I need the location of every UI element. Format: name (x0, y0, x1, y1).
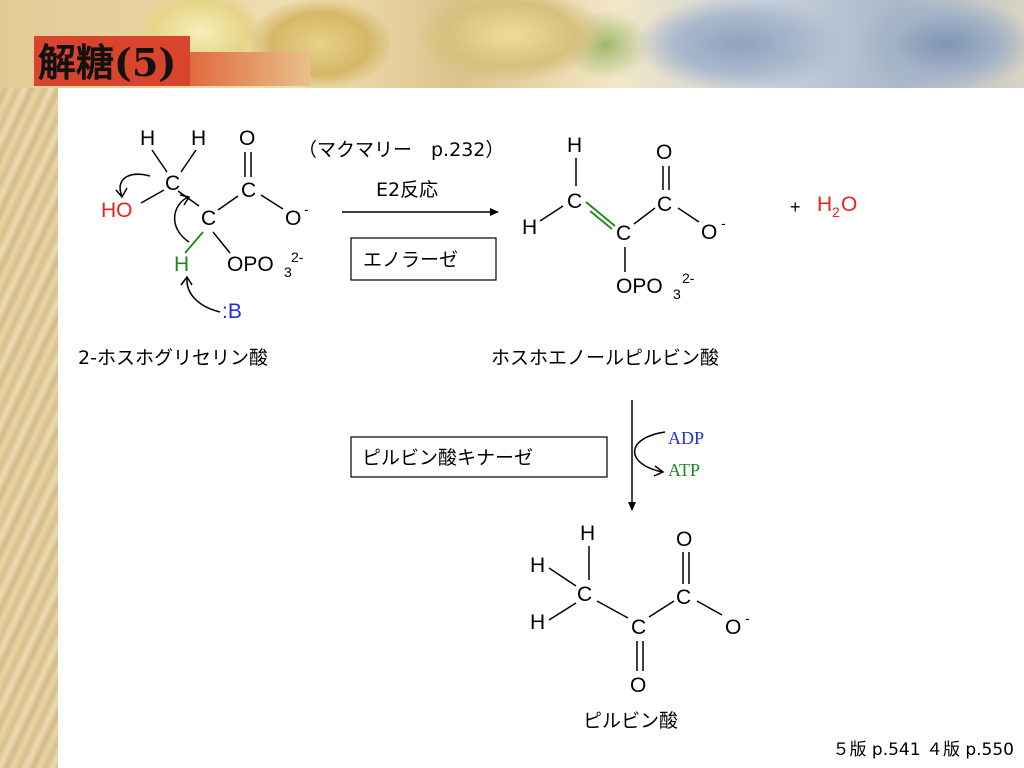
adp-atp-arc (634, 431, 666, 473)
pep-c3-text: C (567, 190, 582, 213)
reference-macmurry: （マクマリー p.232） (298, 139, 504, 161)
pep-h-top-text: H (567, 134, 582, 157)
enzyme-enolase-text: エノラーゼ (363, 249, 458, 271)
enzyme-box-enolase (350, 237, 497, 281)
pep-h-left-text: H (522, 216, 537, 239)
enzyme-box-pyruvate-kinase (350, 436, 608, 478)
pep-opo-text: OPO (616, 275, 663, 298)
pg2-minus-text: - (304, 201, 309, 217)
title-accent-block (34, 36, 190, 86)
pg2-o-top-text: O (239, 127, 255, 150)
pg2-base-text: :B (222, 300, 242, 323)
pyr-c3-text: C (577, 583, 592, 606)
plus-sign: + (790, 197, 801, 217)
atp-label: ATP (668, 460, 700, 480)
pyruvate-name-text: ピルビン酸 (583, 710, 678, 732)
water-molecule: H 2 O (817, 193, 857, 220)
adp-label: ADP (668, 428, 704, 448)
pep-charge-text: 2- (682, 270, 695, 286)
pyr-minus-text: - (745, 610, 750, 626)
pyr-h-left1-text: H (530, 554, 545, 577)
pg2-opo-text: OPO (227, 253, 274, 276)
pg2-c3-text: C (165, 172, 180, 195)
pg2-ominus-text: O (285, 207, 301, 230)
pg2-charge-text: 2- (291, 249, 304, 265)
pyr-c1-text: C (676, 586, 691, 609)
pg2-h1-text: H (140, 127, 155, 150)
slide-title: 解糖(5) (38, 40, 177, 85)
pg2-sub3-text: 3 (284, 264, 292, 280)
pg2-c1-text: C (241, 179, 256, 202)
pyr-h-left2-text: H (530, 611, 545, 634)
pep-name-text: ホスホエノールピルビン酸 (491, 347, 719, 369)
water-sub-text: 2 (832, 204, 840, 220)
compound-2-phosphoglycerate: H H O C C C HO O - H OPO 3 2- :B (78, 127, 309, 369)
pg2-name-text: 2-ホスホグリセリン酸 (78, 347, 268, 369)
water-o-text: O (841, 193, 857, 216)
pg2-h2-text: H (191, 127, 206, 150)
compound-pep: H O C C H C O - OPO 3 2- ホスホエノールピルビン酸 (491, 134, 726, 369)
title-accent-gradient (190, 52, 310, 86)
pyr-o-bottom-text: O (630, 674, 646, 697)
pg2-c2-text: C (201, 207, 216, 230)
pg2-ho-text: HO (101, 199, 133, 222)
pg2-h-green-text: H (174, 253, 189, 276)
compound-pyruvate: H O H C C H C O - O ピルビン酸 (530, 522, 750, 732)
pyr-ominus-text: O (725, 616, 741, 639)
footer-references: ５版 p.541 ４版 p.550 (833, 740, 1015, 760)
pep-ominus-text: O (701, 221, 717, 244)
mechanism-e2-label: E2反応 (376, 179, 438, 201)
pyr-o-top-text: O (676, 528, 692, 551)
pep-minus-text: - (721, 215, 726, 231)
pyr-h-top-text: H (580, 522, 595, 545)
pep-sub3-text: 3 (673, 286, 681, 302)
water-h-text: H (817, 193, 832, 216)
content-area (58, 88, 1024, 768)
pep-c1-text: C (657, 193, 672, 216)
pyr-c2-text: C (631, 616, 646, 639)
pep-o-top-text: O (656, 141, 672, 164)
pep-c2-text: C (616, 222, 631, 245)
enzyme-pyruvate-kinase-text: ピルビン酸キナーゼ (362, 447, 533, 469)
